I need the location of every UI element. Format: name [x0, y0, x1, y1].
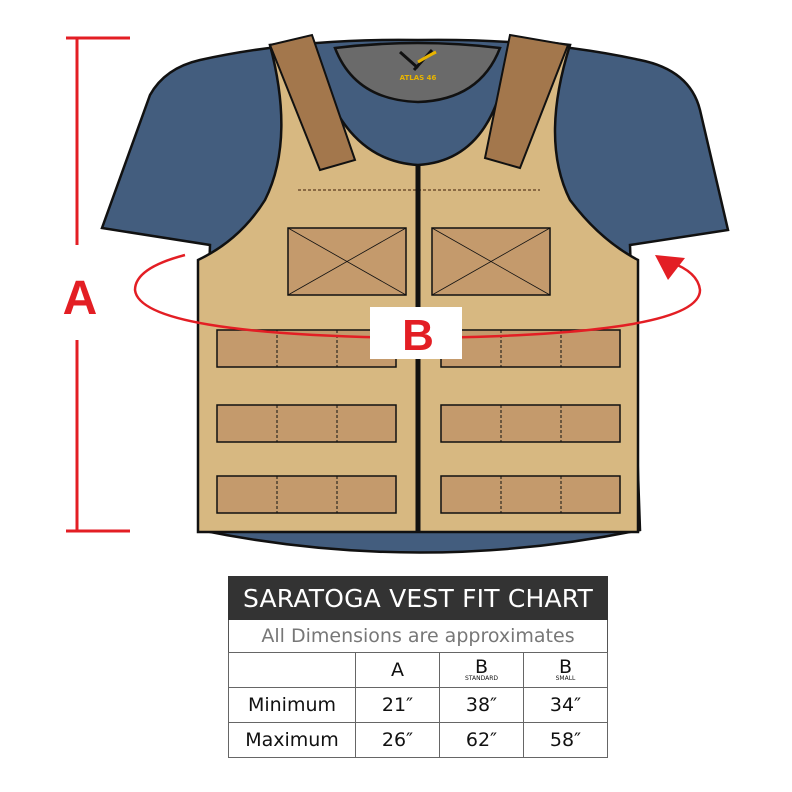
label-b-box [370, 307, 462, 359]
row-label: Minimum [228, 687, 356, 723]
header-label: A [391, 659, 404, 681]
header-sublabel: STANDARD [464, 675, 498, 682]
vest-diagram: ATLAS 46 A B [63, 33, 730, 554]
header-a: A [355, 652, 440, 688]
table-row: Minimum 21″ 38″ 34″ [228, 687, 608, 723]
header-label: B [474, 656, 489, 678]
cell-value: 38″ [439, 687, 524, 723]
cell-value: 26″ [355, 722, 440, 758]
cell-value: 34″ [523, 687, 608, 723]
header-label: B [558, 656, 573, 678]
label-b: B [402, 311, 434, 360]
left-strap [268, 33, 357, 172]
row-label: Maximum [228, 722, 356, 758]
measure-a [66, 36, 130, 533]
fit-chart-subtitle: All Dimensions are approximates [228, 620, 608, 653]
fit-chart-title: SARATOGA VEST FIT CHART [228, 576, 608, 620]
svg-text:ATLAS 46: ATLAS 46 [400, 74, 437, 82]
shirt-collar [333, 41, 502, 104]
cell-value: 62″ [439, 722, 524, 758]
empty-header-cell [228, 652, 356, 688]
label-a: A [63, 272, 98, 325]
header-sublabel: SMALL [555, 675, 576, 682]
cell-value: 58″ [523, 722, 608, 758]
right-strap [483, 33, 570, 170]
atlas-46-logo: ATLAS 46 [399, 48, 437, 82]
top-pockets [287, 227, 551, 296]
table-row: Maximum 26″ 62″ 58″ [228, 722, 608, 758]
arrow-head-icon [655, 255, 685, 280]
cell-value: 21″ [355, 687, 440, 723]
